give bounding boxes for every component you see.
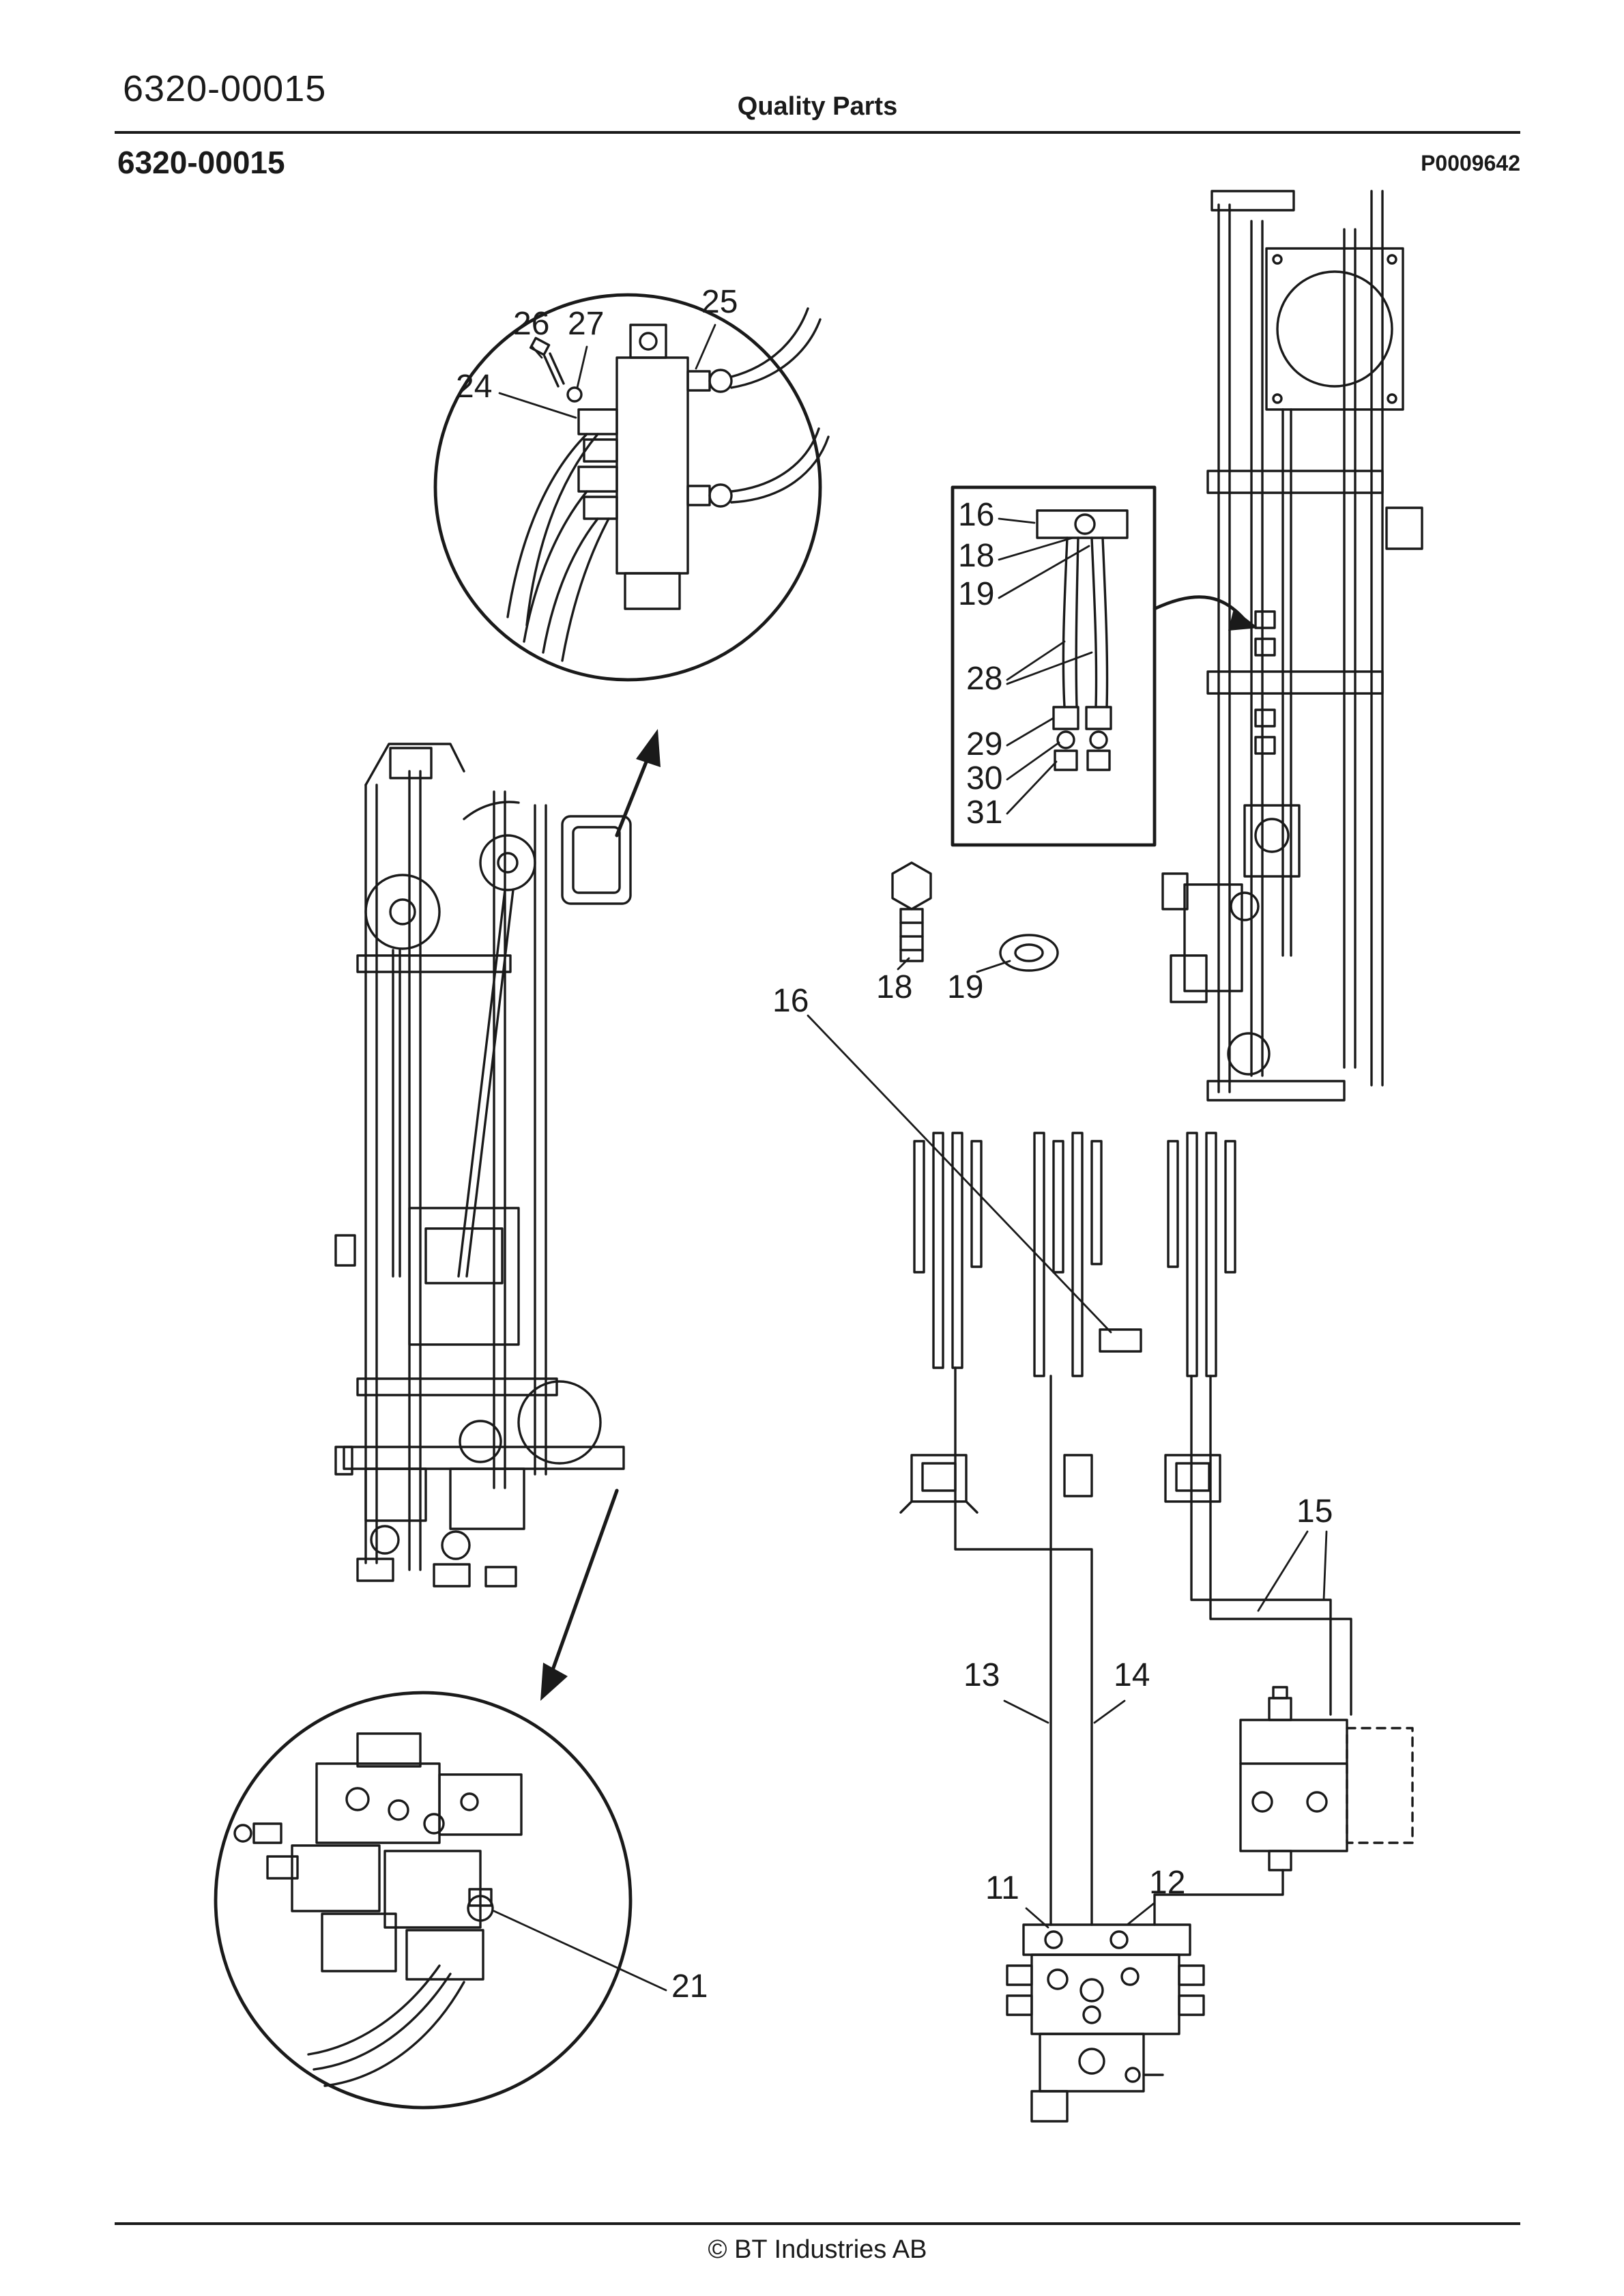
valve-manifold-bottom — [1006, 1923, 1205, 2123]
footer-rule — [115, 2222, 1520, 2225]
leader-lines — [493, 324, 1328, 1992]
hose-clamp-item-16 — [1099, 1328, 1142, 1353]
washer-item-27 — [566, 386, 583, 403]
header-rule — [115, 131, 1520, 134]
detail-arrow-top — [615, 729, 661, 837]
bolt-item-26 — [529, 336, 565, 388]
footer-copyright: © BT Industries AB — [708, 2236, 927, 2265]
detail-circle-bottom — [214, 1691, 633, 2110]
box-to-mast-pointer — [1152, 595, 1258, 631]
valve-block-detail — [506, 307, 830, 662]
header-doc-number: 6320-00015 — [123, 68, 327, 109]
hydraulic-circuit — [899, 1132, 1352, 1926]
mast-motor — [1265, 247, 1404, 411]
valve-assembly-right — [1239, 1686, 1414, 1871]
hose-mount-left — [899, 1454, 978, 1514]
mast-assembly — [334, 743, 632, 1588]
mast-right — [1161, 190, 1423, 1102]
washer-item-19 — [999, 934, 1059, 972]
fitting-item-21 — [467, 1895, 494, 1922]
hose-mount-right — [1164, 1454, 1221, 1503]
hose-detail-box — [951, 485, 1157, 847]
subheader-doc-number: 6320-00015 — [117, 145, 285, 180]
detail-arrow-bottom — [540, 1489, 619, 1701]
detail-circle-top — [433, 293, 830, 682]
subheader-ref-number: P0009642 — [1421, 153, 1520, 176]
hex-bolt-item-18 — [891, 861, 932, 962]
header-title: Quality Parts — [737, 93, 898, 121]
manifold-detail — [233, 1732, 523, 2087]
